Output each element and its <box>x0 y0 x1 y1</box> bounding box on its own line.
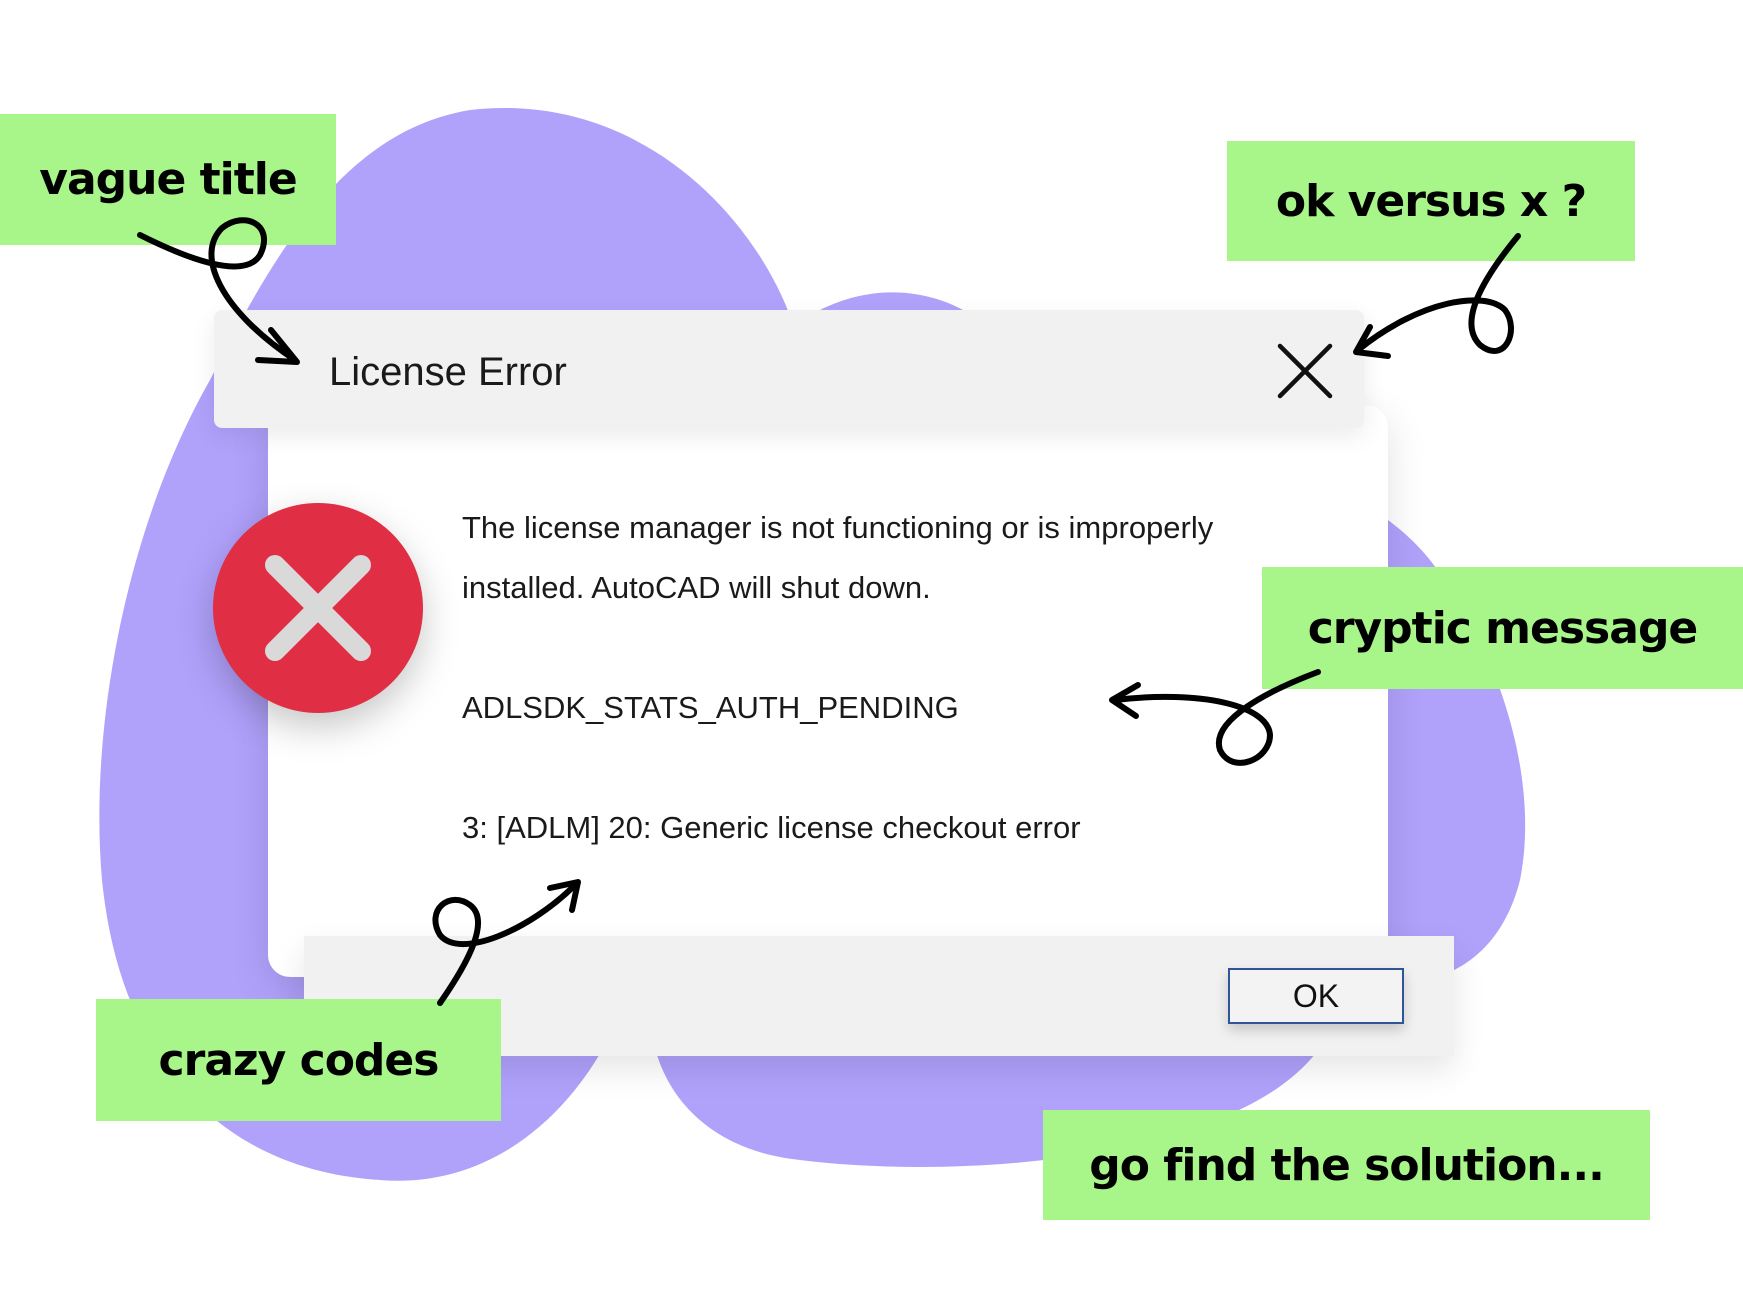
error-detail-text: 3: [ADLM] 20: Generic license checkout e… <box>462 810 1081 845</box>
dialog-titlebar: License Error <box>214 310 1364 428</box>
message-line-1: The license manager is not functioning o… <box>462 510 1214 545</box>
annotation-ok-versus-x: ok versus x ? <box>1227 141 1635 261</box>
annotation-crazy-codes: crazy codes <box>96 999 501 1121</box>
ok-button[interactable]: OK <box>1228 968 1404 1024</box>
status-code-text: ADLSDK_STATS_AUTH_PENDING <box>462 690 959 725</box>
error-circle-icon <box>213 503 423 713</box>
close-icon <box>1277 343 1333 399</box>
message-line-2: installed. AutoCAD will shut down. <box>462 570 931 605</box>
annotation-vague-title: vague title <box>0 114 336 245</box>
dialog-title: License Error <box>329 350 567 394</box>
close-button[interactable] <box>1274 340 1336 402</box>
annotation-go-find-solution: go find the solution... <box>1043 1110 1650 1220</box>
annotation-cryptic-message: cryptic message <box>1262 567 1743 689</box>
